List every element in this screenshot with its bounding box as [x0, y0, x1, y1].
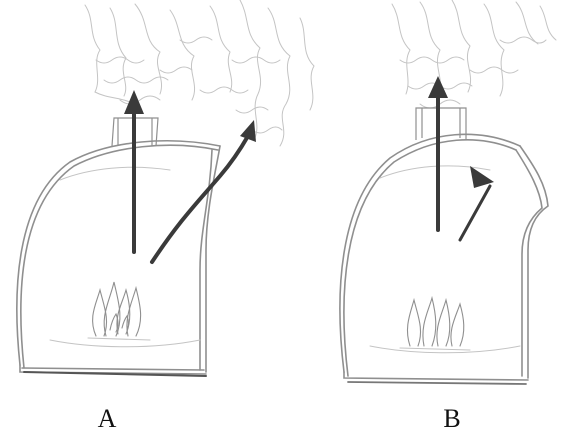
panel-label-b: B	[432, 404, 472, 434]
arrowhead-curved-a	[240, 120, 256, 142]
arrowhead-vertical-b	[428, 76, 448, 98]
panel-b	[340, 0, 556, 384]
smoke-plume-b	[392, 0, 556, 108]
panel-a	[17, 0, 314, 376]
arrowhead-vertical-a	[124, 90, 144, 114]
smoke-arrows-a	[134, 108, 248, 262]
smoke-plume-a	[85, 0, 314, 146]
hut-b	[340, 134, 548, 384]
smoke-arrows-b	[438, 96, 490, 240]
arrow-short-b	[460, 186, 490, 240]
fire-b	[400, 298, 470, 350]
panel-label-a: A	[87, 404, 127, 434]
hut-a	[17, 141, 220, 376]
fire-a	[88, 282, 150, 340]
arrow-curved-a	[152, 136, 248, 262]
